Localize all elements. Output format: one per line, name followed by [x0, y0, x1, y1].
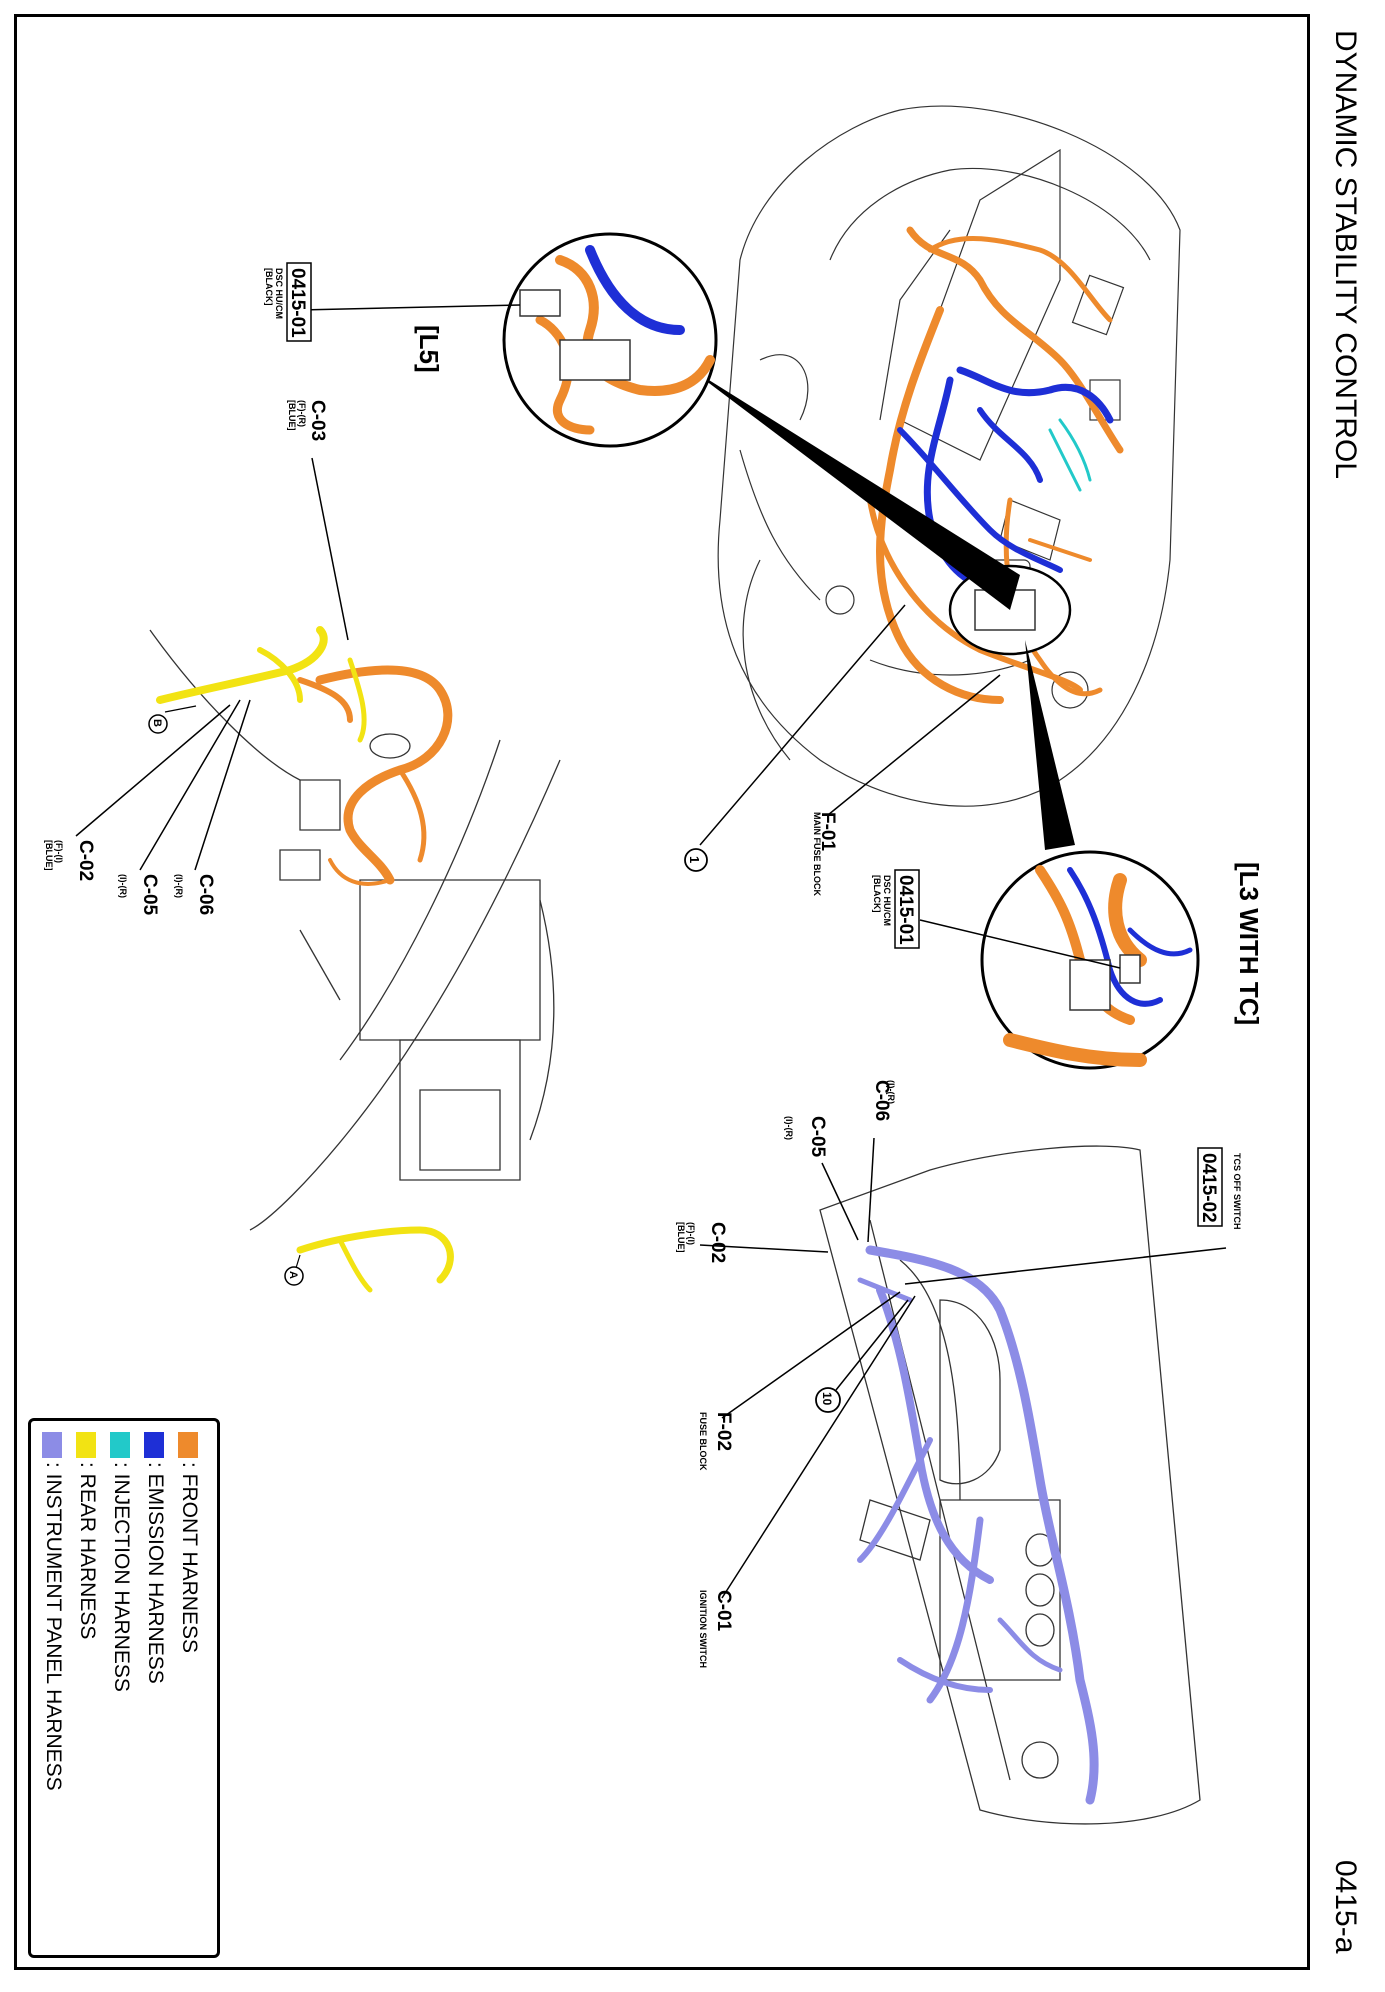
engine-bay-injection-harness	[1048, 418, 1092, 492]
legend-label-front: : FRONT HARNESS	[178, 1462, 201, 1653]
harness-legend	[28, 1418, 220, 1958]
legend-label-rear: : REAR HARNESS	[76, 1462, 99, 1639]
c03-label: C-03 (F)-(R) [BLUE]	[287, 400, 349, 641]
c02-ip-code: C-02	[707, 1222, 728, 1263]
c06-fl-sub: (I)-(R)	[174, 874, 184, 898]
marker-10-label: 10	[820, 1392, 834, 1406]
legend-swatch-front	[178, 1432, 198, 1458]
c06-ip-label: C-06 (I)-(R)	[867, 1080, 896, 1243]
c02-fl-code: C-02	[75, 840, 96, 881]
f02-label-group: F-02 FUSE BLOCK	[698, 1291, 901, 1471]
legend-swatch-emission	[144, 1432, 164, 1458]
tcs-connector-label: 0415-02 TCS OFF SWITCH	[904, 1147, 1242, 1285]
legend-entry-instrument-panel: : INSTRUMENT PANEL HARNESS	[42, 1432, 65, 1791]
floor-rear-harness-lower	[296, 1226, 454, 1293]
marker-b: B	[148, 705, 197, 734]
c03-color: [BLUE]	[287, 400, 297, 431]
dsc-connector-label-b: 0415-01 DSC HU/CM [BLACK]	[872, 869, 920, 949]
c05-ip-code: C-05	[807, 1116, 828, 1158]
tcs-name: TCS OFF SWITCH	[1232, 1153, 1242, 1230]
c05-floor-label: C-05 (I)-(R)	[118, 699, 241, 916]
legend-swatch-instrument-panel	[42, 1432, 62, 1458]
marker-1-label: 1	[687, 856, 702, 863]
page-title: DYNAMIC STABILITY CONTROL	[1329, 30, 1362, 479]
c03-sub: (F)-(R)	[297, 400, 307, 427]
instrument-panel-illustration	[819, 1145, 1201, 1825]
f02-name: FUSE BLOCK	[698, 1412, 708, 1471]
c06-ip-sub: (I)-(R)	[886, 1080, 896, 1104]
f01-label-group: F-01 MAIN FUSE BLOCK	[812, 674, 1001, 896]
l3-callout: [L3 WITH TC]	[919, 640, 1264, 1070]
dsc-connector-label-a: 0415-01 DSC HU/CM [BLACK]	[264, 262, 312, 342]
legend-swatch-injection	[110, 1432, 130, 1458]
f01-name: MAIN FUSE BLOCK	[812, 812, 822, 896]
marker-a-label: A	[287, 1271, 299, 1279]
legend-label-instrument-panel: : INSTRUMENT PANEL HARNESS	[42, 1462, 65, 1791]
c02-ip-sub: (F)-(I)	[686, 1222, 696, 1245]
c06-floor-label: C-06 (I)-(R)	[174, 699, 251, 915]
c03-code: C-03	[307, 400, 328, 441]
dsc-b-code: 0415-01	[895, 875, 916, 945]
c02-fl-sub: (F)-(I)	[54, 840, 64, 863]
floor-illustration	[149, 629, 561, 1231]
l5-callout: [L5]	[299, 232, 1020, 610]
c02-floor-label: C-02 (F)-(I) [BLUE]	[44, 704, 231, 881]
legend-label-injection: : INJECTION HARNESS	[110, 1462, 133, 1692]
legend-entry-injection: : INJECTION HARNESS	[110, 1432, 133, 1692]
c05-ip-label: C-05 (I)-(R)	[784, 1116, 859, 1241]
dsc-a-color: [BLACK]	[264, 268, 274, 306]
marker-10: 10	[815, 1299, 909, 1413]
legend-entry-front: : FRONT HARNESS	[178, 1432, 201, 1653]
legend-swatch-rear	[76, 1432, 96, 1458]
marker-a: A	[284, 1254, 304, 1286]
page-code: 0415-a	[1329, 1860, 1362, 1954]
c05-fl-code: C-05	[139, 874, 160, 916]
l5-callout-label: [L5]	[414, 325, 444, 373]
dsc-a-name: DSC HU/CM	[274, 268, 284, 319]
c06-ip-code: C-06	[871, 1080, 892, 1121]
legend-entry-emission: : EMISSION HARNESS	[144, 1432, 167, 1684]
c06-fl-code: C-06	[195, 874, 216, 915]
dsc-a-code: 0415-01	[287, 268, 308, 338]
c01-name: IGNITION SWITCH	[698, 1590, 708, 1668]
instrument-panel-harness	[857, 1245, 1099, 1805]
f01-code: F-01	[817, 812, 838, 852]
engine-bay-illustration	[717, 105, 1181, 807]
f02-code: F-02	[713, 1412, 734, 1451]
marker-b-label: B	[151, 719, 163, 727]
c01-label-group: C-01 IGNITION SWITCH	[698, 1295, 916, 1668]
legend-entry-rear: : REAR HARNESS	[76, 1432, 99, 1639]
c02-fl-color: [BLUE]	[44, 840, 54, 871]
marker-1: 1	[684, 604, 906, 872]
tcs-code: 0415-02	[1198, 1153, 1219, 1223]
dsc-b-name: DSC HU/CM	[882, 875, 892, 926]
c05-ip-sub: (I)-(R)	[784, 1116, 794, 1140]
c01-code: C-01	[713, 1590, 734, 1632]
c02-ip-color: [BLUE]	[676, 1222, 686, 1253]
engine-bay-front-harness	[867, 226, 1124, 704]
c02-ip-label: C-02 (F)-(I) [BLUE]	[676, 1222, 829, 1263]
floor-rear-harness-upper	[156, 626, 367, 743]
l3-callout-label: [L3 WITH TC]	[1234, 862, 1264, 1025]
c05-fl-sub: (I)-(R)	[118, 874, 128, 898]
dsc-b-color: [BLACK]	[872, 875, 882, 913]
page-frame	[14, 14, 1310, 1970]
floor-front-harness	[297, 665, 453, 886]
legend-label-emission: : EMISSION HARNESS	[144, 1462, 167, 1684]
